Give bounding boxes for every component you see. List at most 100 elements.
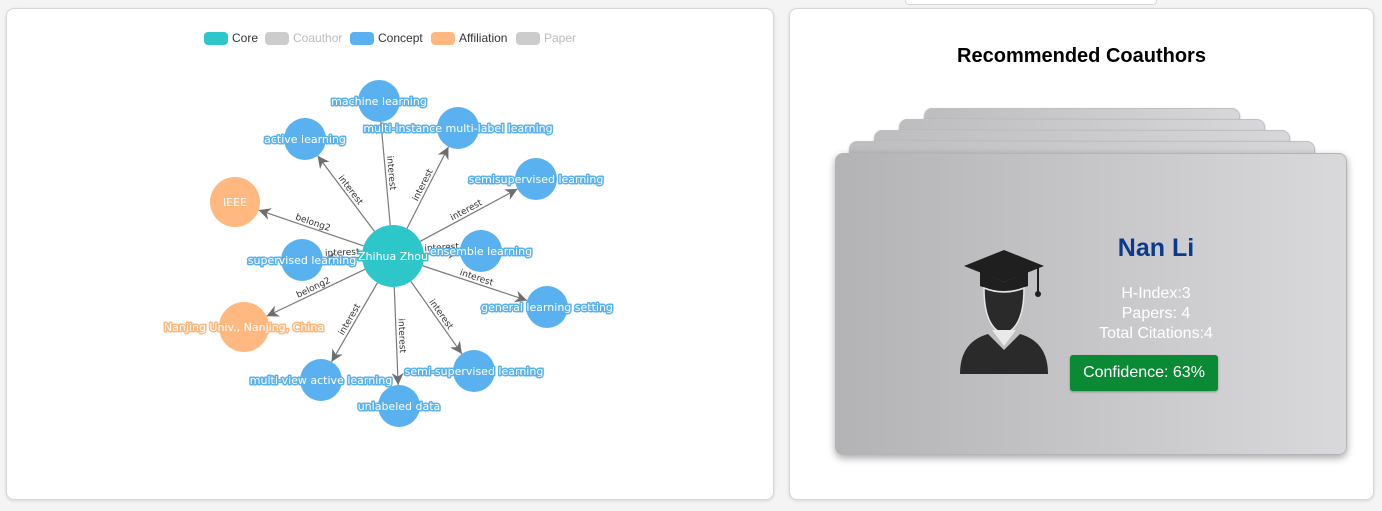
edge-line [258, 208, 364, 247]
legend-item-coauthor[interactable]: Coauthor [265, 31, 342, 45]
top-panel-edge [905, 0, 1157, 5]
node-circle [515, 158, 557, 200]
graduate-avatar-icon [960, 250, 1048, 374]
graph-node-active-learning[interactable]: active learning [263, 118, 347, 160]
edge-line [317, 155, 375, 232]
edge-label: interest [426, 298, 454, 332]
knowledge-graph[interactable]: Core Coauthor Concept Affiliation Paper inte… [7, 9, 773, 499]
graph-edge-unlabeled-data: interest [391, 286, 407, 386]
graph-node-ensemble-learning[interactable]: ensemble learning [428, 230, 534, 272]
legend-item-paper[interactable]: Paper [516, 31, 576, 45]
graph-nodes: machine learning multi-instance multi-lab… [162, 80, 614, 427]
node-circle [378, 385, 420, 427]
edge-label: interest [411, 167, 436, 203]
node-label: semisupervised learning [469, 173, 604, 186]
edge-line [322, 252, 363, 265]
graph-edge-multi-instance-multi-label-learning: interest [406, 146, 450, 229]
node-label: machine learning [331, 95, 427, 108]
node-label: Zhihua Zhou [358, 250, 428, 263]
node-label: multi-instance multi-label learning [363, 122, 552, 135]
coauthor-card[interactable]: Nan Li H-Index:3 Papers: 4 Total Citatio… [835, 153, 1347, 455]
node-label: unlabeled data [358, 400, 441, 413]
node-label: semi-supervised learning [405, 365, 544, 378]
node-circle [281, 239, 323, 281]
node-circle [460, 230, 502, 272]
graph-edge-semi-supervised-learning: interest [410, 280, 463, 355]
edge-label: interest [336, 174, 365, 208]
node-label: ensemble learning [430, 245, 532, 258]
coauthor-citations: Total Citations:4 [1099, 325, 1213, 342]
coauthor-name[interactable]: Nan Li [1117, 234, 1195, 262]
edge-line [331, 282, 378, 363]
knowledge-graph-panel: Core Coauthor Concept Affiliation Paper inte… [6, 8, 774, 500]
legend-swatch [431, 32, 455, 45]
node-label: active learning [264, 133, 346, 146]
edge-line [406, 146, 450, 229]
node-label: supervised learning [248, 254, 356, 267]
edge-line [423, 246, 461, 259]
edge-label: interest [384, 155, 397, 191]
node-label: IEEE [223, 196, 247, 209]
node-circle [284, 118, 326, 160]
edge-line [420, 188, 518, 242]
confidence-badge[interactable]: Confidence: 63% [1070, 355, 1218, 391]
legend-label: Affiliation [459, 31, 507, 45]
node-circle [437, 107, 479, 149]
edge-label: interest [325, 247, 360, 259]
legend-label: Concept [378, 31, 423, 45]
legend-item-core[interactable]: Core [204, 31, 258, 45]
graph-node-semi-supervised-learning[interactable]: semi-supervised learning [403, 350, 545, 392]
graph-node-general-learning-setting[interactable]: general learning setting [480, 286, 614, 328]
coauthor-papers: Papers: 4 [1121, 305, 1191, 322]
graph-node-ieee[interactable]: IEEE [210, 177, 260, 227]
node-circle [526, 286, 568, 328]
node-circle [453, 350, 495, 392]
node-circle [358, 80, 400, 122]
graph-edge-supervised-learning: interest [322, 247, 363, 265]
legend-item-affiliation[interactable]: Affiliation [431, 31, 507, 45]
edge-label: interest [449, 198, 485, 223]
node-circle [210, 177, 260, 227]
coauthor-h-index: H-Index:3 [1121, 285, 1191, 302]
node-label: multi-view active learning [250, 374, 392, 387]
graph-node-unlabeled-data[interactable]: unlabeled data [356, 385, 442, 427]
graph-node-supervised-learning[interactable]: supervised learning [246, 239, 358, 281]
legend-swatch [516, 32, 540, 45]
node-circle [362, 225, 424, 287]
legend-label: Core [232, 31, 258, 45]
edge-line [410, 280, 463, 355]
legend-swatch [350, 32, 374, 45]
recommended-coauthors-title: Recommended Coauthors [957, 45, 1206, 67]
graph-legend: Core Coauthor Concept Affiliation Paper [204, 31, 576, 45]
graph-node-semisupervised-learning[interactable]: semisupervised learning [467, 158, 605, 200]
legend-swatch [204, 32, 228, 45]
graph-node-core[interactable]: Zhihua Zhou [357, 225, 429, 287]
edge-line [422, 265, 528, 303]
edge-line [375, 121, 391, 226]
legend-label: Paper [544, 31, 576, 45]
legend-swatch [265, 32, 289, 45]
graph-node-machine-learning[interactable]: machine learning [330, 80, 428, 122]
edge-line [266, 268, 366, 317]
graph-edge-multi-view-active-learning: interest [331, 282, 378, 363]
node-circle [300, 359, 342, 401]
recommended-coauthors-panel: Recommended Coauthors Nan Li H-Index:3 P… [789, 8, 1374, 500]
edge-label: interest [424, 242, 460, 254]
edge-label: interest [337, 302, 363, 337]
graph-edge-ensemble-learning: interest [423, 242, 461, 259]
edge-label: belong2 [294, 213, 332, 234]
node-circle [219, 302, 269, 352]
graph-edge-machine-learning: interest [375, 121, 397, 226]
legend-item-concept[interactable]: Concept [350, 31, 423, 45]
node-label: general learning setting [481, 301, 613, 314]
graph-edge-active-learning: interest [317, 155, 375, 232]
graph-edge-semisupervised-learning: interest [420, 188, 518, 242]
graph-node-multi-instance-multi-label-learning[interactable]: multi-instance multi-label learning [362, 107, 554, 149]
edge-line [391, 286, 404, 386]
node-label: Nanjing Univ., Nanjing, China [164, 321, 324, 334]
graph-edge-ieee: belong2 [258, 208, 364, 247]
graph-node-nanjing-univ-nanjing-china[interactable]: Nanjing Univ., Nanjing, China [162, 302, 326, 352]
graph-node-multi-view-active-learning[interactable]: multi-view active learning [248, 359, 394, 401]
legend-label: Coauthor [293, 31, 342, 45]
edge-label: interest [396, 318, 407, 353]
